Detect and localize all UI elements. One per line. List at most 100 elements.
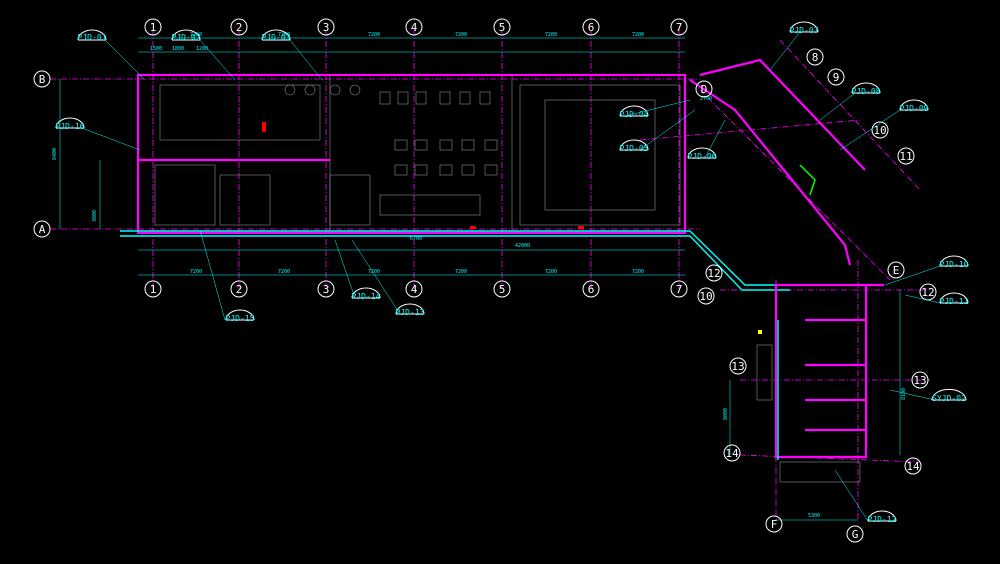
axis-bubble-5-bottom: 5 (493, 280, 511, 298)
furniture-tables (284, 84, 498, 216)
axis-bubble-1-bottom: 1 (144, 280, 162, 298)
dim-seg: 1800 (172, 46, 184, 52)
svg-text:7: 7 (676, 21, 683, 34)
red-mark (262, 122, 266, 132)
tag-pjd-07: PJD-07 (769, 21, 819, 71)
tag-pjd-15: PJD-15 (199, 229, 255, 323)
axis-bubble-12-left: 12 (705, 264, 723, 282)
tag-pjd-06: PJD-06 (687, 119, 726, 161)
axis-bubble-11: 11 (897, 147, 915, 165)
axis-bubble-F: F (765, 515, 783, 533)
yellow-mark (758, 330, 762, 334)
svg-text:12: 12 (921, 286, 934, 299)
svg-text:E: E (893, 264, 900, 277)
svg-text:PJD-06: PJD-06 (688, 152, 717, 161)
dim-top-span: 7200 (455, 32, 467, 38)
svg-text:3: 3 (323, 283, 330, 296)
dim-bottom-span: 7200 (545, 269, 557, 275)
svg-text:9: 9 (833, 71, 840, 84)
red-mark (470, 226, 476, 229)
svg-text:PJD-02: PJD-02 (172, 33, 201, 42)
svg-text:12: 12 (707, 267, 720, 280)
tag-pjd-08: PJD-08 (819, 82, 881, 121)
wing-walls (689, 58, 884, 483)
tag-pjd-03: PJD-03 (261, 29, 323, 81)
tag-pjd-01: PJD-01 (77, 29, 146, 81)
axis-bubble-12-right: 12 (919, 283, 937, 301)
svg-text:PJD-14: PJD-14 (352, 292, 381, 301)
tag-pjd-16: PJD-16 (55, 117, 141, 151)
svg-text:6: 6 (588, 283, 595, 296)
dim-bottom-span: 7200 (632, 269, 644, 275)
svg-text:2: 2 (236, 283, 243, 296)
dimension-texts: 7200 7200 7200 7200 7200 7200 7200 7200 … (52, 32, 907, 519)
tag-pjd-11: PJD-11 (904, 292, 969, 306)
svg-text:1: 1 (150, 21, 157, 34)
dim-corridor: 42000 (515, 243, 530, 249)
axis-bubble-5-top: 5 (493, 18, 511, 36)
dim-bottom-span: 7200 (278, 269, 290, 275)
axis-bubble-G: G (846, 525, 864, 543)
dim-left-height: 8400 (52, 148, 58, 160)
svg-text:13: 13 (731, 360, 744, 373)
svg-text:PJD-12: PJD-12 (868, 515, 897, 524)
dim-wing-left: 8000 (723, 408, 729, 420)
svg-text:4: 4 (411, 21, 418, 34)
dim-d-width: 2700 (700, 96, 712, 102)
svg-text:PJD-08: PJD-08 (852, 87, 881, 96)
dim-top-span: 7200 (278, 32, 290, 38)
main-block-walls (120, 73, 690, 237)
tag-pjd-05: PJD-05 (619, 109, 696, 153)
svg-text:14: 14 (906, 460, 920, 473)
svg-text:8: 8 (812, 51, 819, 64)
dim-top-span: 7200 (190, 32, 202, 38)
axis-bubble-3-top: 3 (317, 18, 335, 36)
svg-text:PJD-15: PJD-15 (226, 314, 255, 323)
dim-left-small: 3000 (92, 210, 98, 222)
svg-text:2: 2 (236, 21, 243, 34)
dim-bottom-span: 7200 (190, 269, 202, 275)
svg-text:F: F (771, 518, 778, 531)
tag-pjd-14: PJD-14 (334, 239, 381, 301)
svg-text:A: A (39, 223, 46, 236)
svg-text:13: 13 (913, 374, 926, 387)
svg-text:14: 14 (725, 447, 739, 460)
dim-top-span: 7200 (368, 32, 380, 38)
axis-bubble-D: D (695, 80, 713, 98)
svg-text:PJD-11: PJD-11 (940, 297, 969, 306)
axis-bubble-2-bottom: 2 (230, 280, 248, 298)
svg-text:5: 5 (499, 283, 506, 296)
axis-bubble-3-bottom: 3 (317, 280, 335, 298)
svg-text:5: 5 (499, 21, 506, 34)
svg-text:B: B (39, 73, 46, 86)
svg-text:PJD-13: PJD-13 (396, 308, 425, 317)
svg-text:7: 7 (676, 283, 683, 296)
axis-bubble-13-right: 13 (911, 371, 929, 389)
dim-wing-bottom: 5300 (808, 513, 820, 519)
axis-bubble-6-bottom: 6 (582, 280, 600, 298)
tag-syjd-02: SYJD-02 (889, 388, 967, 403)
svg-text:PJD-05: PJD-05 (620, 144, 649, 153)
svg-text:PJD-03: PJD-03 (262, 33, 291, 42)
svg-text:10: 10 (873, 124, 886, 137)
svg-text:PJD-01: PJD-01 (78, 33, 107, 42)
dim-seg: 1500 (150, 46, 162, 52)
svg-text:PJD-04: PJD-04 (620, 110, 649, 119)
callout-tags: PJD-01 PJD-02 PJD-03 PJD-07 PJD-08 PJD-0… (55, 21, 969, 524)
svg-text:3: 3 (323, 21, 330, 34)
svg-text:PJD-09: PJD-09 (900, 104, 929, 113)
svg-text:PJD-07: PJD-07 (790, 26, 819, 35)
tag-pjd-09: PJD-09 (839, 99, 929, 151)
dim-top-span: 7200 (545, 32, 557, 38)
svg-text:10: 10 (699, 290, 712, 303)
svg-text:D: D (701, 83, 708, 96)
dimension-lines (59, 37, 901, 521)
axis-bubble-13-left: 13 (729, 357, 747, 375)
tag-pjd-13: PJD-13 (351, 239, 425, 317)
green-highlight (799, 164, 816, 196)
axis-bubble-14-right: 14 (904, 457, 922, 475)
svg-text:1: 1 (150, 283, 157, 296)
axis-bubble-4-top: 4 (405, 18, 423, 36)
